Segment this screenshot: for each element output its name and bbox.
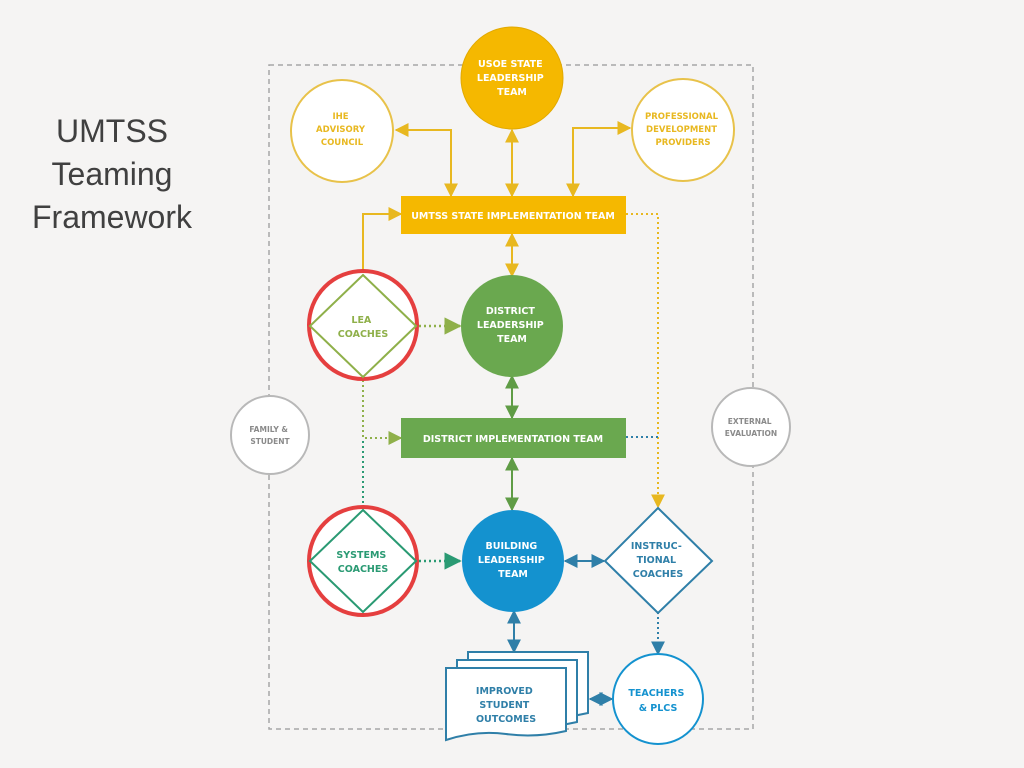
connector-lea-district-impl <box>362 380 403 445</box>
svg-text:UMTSS STATE IMPLEMENTATION TEA: UMTSS STATE IMPLEMENTATION TEAM <box>411 211 615 222</box>
title-line-1: UMTSS <box>56 113 168 149</box>
connector-pdp-state-impl <box>566 121 632 198</box>
svg-text:USOE STATE LEADERSHIP: USOE STATE LEADERSHIP TEAM <box>477 59 547 98</box>
node-instructional-coaches: INSTRUC- TIONAL COACHES <box>603 506 714 615</box>
node-professional-development: PROFESSIONAL DEVELOPMENT PROVIDERS <box>631 78 735 182</box>
svg-text:PROFESSIONAL DEVELOPMENT: PROFESSIONAL DEVELOPMENT PROVIDERS <box>645 112 721 148</box>
node-state-implementation-team: UMTSS STATE IMPLEMENTATION TEAM <box>401 196 626 234</box>
svg-text:DISTRICT LEADERSHIP: DISTRICT LEADERSHIP TEAM <box>477 306 547 345</box>
node-district-implementation-team: DISTRICT IMPLEMENTATION TEAM <box>401 418 626 458</box>
slide-title: UMTSS Teaming Framework <box>12 110 212 239</box>
connectors <box>362 121 665 706</box>
svg-text:LEA COACHES: LEA COACHES <box>338 315 389 340</box>
svg-text:EXTERNAL EVALUATION: EXTERNAL EVALUATION <box>725 417 777 438</box>
node-external-evaluation: EXTERNAL EVALUATION <box>711 387 791 467</box>
node-family-student: FAMILY & STUDENT <box>230 395 310 475</box>
connector-lea-state-impl <box>362 207 403 270</box>
node-usoe-state-leadership: USOE STATE LEADERSHIP TEAM <box>460 26 564 130</box>
connector-state-impl-instructional <box>626 213 665 509</box>
node-building-leadership-team: BUILDING LEADERSHIP TEAM <box>462 510 564 612</box>
title-line-2: Teaming <box>51 156 173 192</box>
node-ihe-advisory-council: IHE ADVISORY COUNCIL <box>290 79 394 183</box>
svg-text:DISTRICT IMPLEMENTATION TEAM: DISTRICT IMPLEMENTATION TEAM <box>423 434 603 445</box>
svg-text:BUILDING LEADERSHIP: BUILDING LEADERSHIP TEAM <box>478 541 548 580</box>
title-line-3: Framework <box>31 199 192 235</box>
svg-text:INSTRUC- TIONAL CO: INSTRUC- TIONAL COACHES <box>631 541 685 580</box>
node-district-leadership-team: DISTRICT LEADERSHIP TEAM <box>461 275 563 377</box>
svg-text:TEACHERS & PLCS: TEACHERS & PLCS <box>628 688 687 714</box>
svg-text:IHE ADVISORY COUNC: IHE ADVISORY COUNCIL <box>316 112 368 148</box>
node-systems-coaches: SYSTEMS COACHES <box>307 505 419 617</box>
svg-text:IMPROVED STUDENT O: IMPROVED STUDENT OUTCOMES <box>476 686 536 725</box>
node-teachers-plcs: TEACHERS & PLCS <box>612 653 704 745</box>
svg-text:FAMILY & STUDENT: FAMILY & STUDENT <box>249 425 290 446</box>
node-lea-coaches: LEA COACHES <box>307 269 419 381</box>
svg-text:SYSTEMS COACHES: SYSTEMS COACHES <box>336 550 389 575</box>
node-improved-student-outcomes: IMPROVED STUDENT OUTCOMES <box>445 651 589 742</box>
connector-ihe-state-impl <box>394 123 458 198</box>
